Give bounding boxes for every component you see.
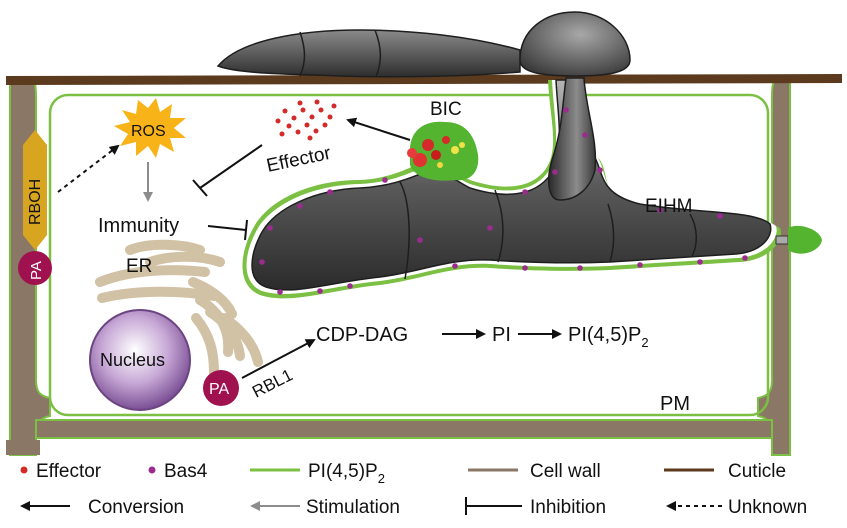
nucleus-label: Nucleus bbox=[100, 350, 165, 370]
immunity-inhibits-hypha bbox=[207, 219, 248, 241]
legend-inhibition-swatch bbox=[465, 497, 522, 515]
cdp-dag-label: CDP-DAG bbox=[316, 324, 408, 346]
pa-er-label: PA bbox=[209, 381, 229, 398]
legend: Effector Bas4 PI(4,5)P2 Cell wall Cuticl… bbox=[20, 461, 807, 518]
effector-label: Effector bbox=[265, 143, 334, 177]
ros-label: ROS bbox=[131, 123, 166, 140]
rbl1-arrow bbox=[241, 339, 316, 379]
legend-unknown-label: Unknown bbox=[728, 497, 807, 518]
immunity-label: Immunity bbox=[98, 215, 179, 237]
bic-to-effector-arrow bbox=[346, 117, 411, 141]
legend-effector-label: Effector bbox=[36, 461, 102, 482]
pip2-sub: 2 bbox=[641, 335, 648, 350]
legend-stimulation-label: Stimulation bbox=[306, 497, 400, 518]
pip2-label: PI(4,5)P2 bbox=[568, 324, 649, 350]
bas4-dots bbox=[259, 107, 748, 295]
legend-bas4-swatch bbox=[148, 466, 156, 474]
fungal-spore bbox=[216, 29, 521, 78]
legend-pip2-sub: 2 bbox=[378, 471, 385, 486]
invasive-hypha bbox=[242, 79, 822, 299]
legend-effector-swatch bbox=[20, 466, 28, 474]
ros-burst bbox=[114, 98, 186, 158]
legend-cuticle-label: Cuticle bbox=[728, 461, 786, 482]
pa-left-label: PA bbox=[28, 261, 45, 280]
plasma-membrane bbox=[48, 93, 770, 417]
legend-cell-wall-label: Cell wall bbox=[530, 461, 601, 482]
effector-cloud bbox=[275, 99, 337, 141]
bic-label: BIC bbox=[430, 99, 462, 120]
pa-er-circle bbox=[203, 370, 239, 406]
er-label: ER bbox=[126, 256, 152, 277]
legend-pip2-main: PI(4,5)P bbox=[308, 461, 378, 482]
legend-inhibition-label: Inhibition bbox=[530, 497, 606, 518]
legend-conversion-label: Conversion bbox=[88, 497, 184, 518]
effector-inhibits-immunity bbox=[192, 144, 263, 197]
rboh-to-ros-arrow bbox=[57, 144, 120, 193]
penetration-hypha bbox=[547, 77, 597, 201]
appressorium bbox=[519, 11, 631, 77]
rboh-protein bbox=[23, 130, 47, 250]
pip2-main: PI(4,5)P bbox=[568, 324, 641, 346]
cuticle bbox=[6, 74, 842, 85]
rboh-label: RBOH bbox=[27, 179, 44, 225]
pa-left-circle bbox=[18, 251, 52, 285]
eihm-label: EIHM bbox=[645, 196, 693, 217]
pm-label: PM bbox=[660, 393, 690, 415]
legend-pip2-label: PI(4,5)P2 bbox=[308, 461, 385, 486]
pi-label: PI bbox=[492, 324, 511, 346]
endoplasmic-reticulum bbox=[95, 239, 263, 377]
bic bbox=[407, 121, 479, 181]
nucleus bbox=[89, 309, 191, 411]
legend-bas4-label: Bas4 bbox=[164, 461, 208, 482]
